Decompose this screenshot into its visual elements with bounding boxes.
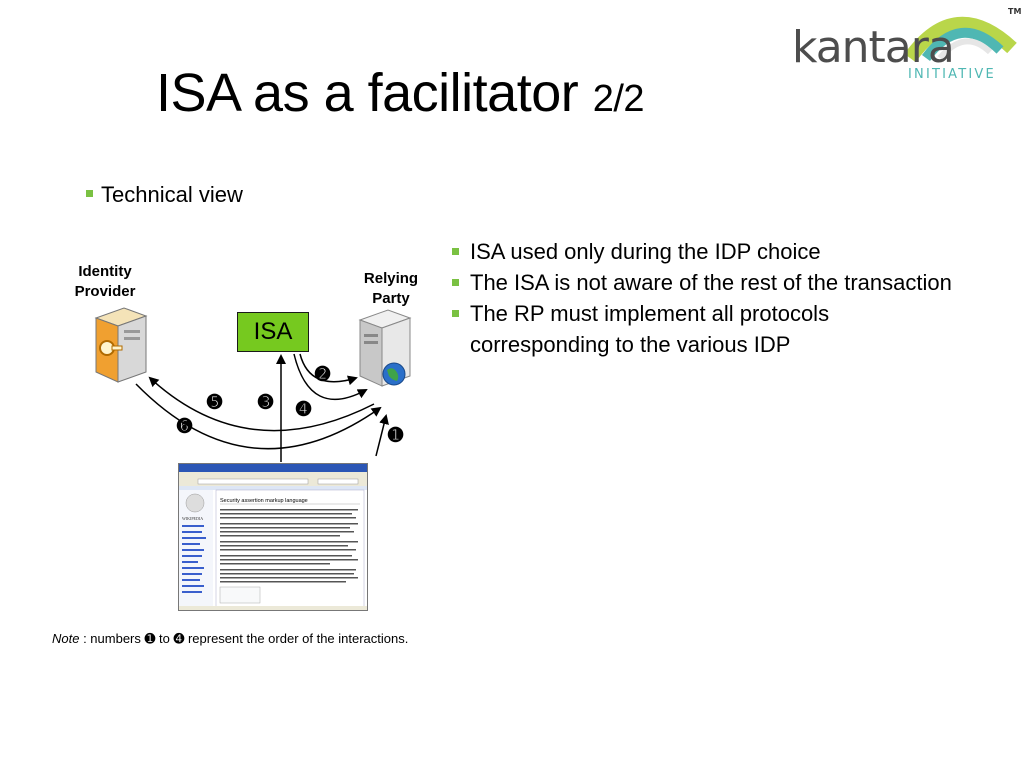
logo-wordmark: kantara	[792, 22, 954, 73]
logo-sub: INITIATIVE	[908, 67, 996, 82]
browser-screenshot: WIKIPEDIA Security assertion markup lang…	[178, 463, 368, 611]
idp-server-icon	[94, 307, 148, 383]
arrow-4	[293, 353, 368, 400]
rp-server-icon	[358, 309, 412, 387]
technical-view-bullet: Technical view	[86, 182, 243, 208]
right-bullet-text: The RP must implement all protocols corr…	[470, 301, 830, 357]
wiki-body-text	[220, 509, 358, 583]
right-bullet-list: ISA used only during the IDP choice The …	[452, 236, 952, 360]
arrow-5	[148, 376, 375, 432]
right-bullet-item: The ISA is not aware of the rest of the …	[452, 267, 952, 298]
step-label-5: ➎	[207, 392, 223, 412]
isa-box: ISA	[237, 312, 309, 352]
arrow-2	[299, 353, 358, 386]
kantara-logo: kantara INITIATIVE TM	[792, 7, 1021, 82]
rp-label: Relying Party	[352, 269, 430, 309]
idp-label-line2: Provider	[74, 283, 136, 300]
rp-label-line1: Relying	[363, 270, 419, 287]
step-label-2: ➋	[315, 364, 331, 384]
right-bullet-item: ISA used only during the IDP choice	[452, 236, 952, 267]
isa-label: ISA	[253, 318, 293, 345]
title-suffix: 2/2	[592, 78, 645, 120]
logo-tm: TM	[1008, 7, 1021, 16]
right-bullet-text: The ISA is not aware of the rest of the …	[470, 270, 952, 295]
idp-label: Identity Provider	[62, 262, 148, 302]
right-bullet-text: ISA used only during the IDP choice	[470, 239, 821, 264]
footnote: Note : numbers ➊ to ➍ represent the orde…	[52, 631, 408, 647]
step-label-3: ➌	[258, 392, 274, 412]
right-bullet-item: The RP must implement all protocols corr…	[452, 298, 952, 360]
wiki-page-heading: Security assertion markup language	[220, 498, 308, 504]
title-main: ISA as a facilitator	[156, 63, 579, 123]
technical-view-label: Technical view	[101, 182, 243, 207]
bullet-square-icon	[452, 279, 459, 286]
step-label-4: ➍	[296, 399, 312, 419]
arrow-1	[375, 414, 389, 457]
arrow-6	[135, 383, 382, 450]
step-label-1: ➊	[388, 425, 404, 445]
bullet-square-icon	[452, 310, 459, 317]
bullet-square-icon	[452, 248, 459, 255]
slide-title: ISA as a facilitator 2/2	[156, 62, 645, 124]
logo-arc-icon	[904, 16, 1017, 63]
wiki-site-name: WIKIPEDIA	[182, 516, 203, 521]
rp-label-line2: Party	[372, 290, 410, 307]
bullet-square-icon	[86, 189, 93, 197]
footnote-text: : numbers ➊ to ➍ represent the order of …	[79, 631, 409, 646]
footnote-italic: Note	[52, 631, 80, 646]
step-label-6: ➏	[177, 416, 193, 436]
wiki-sidebar-links	[182, 525, 206, 593]
idp-label-line1: Identity	[78, 263, 132, 280]
